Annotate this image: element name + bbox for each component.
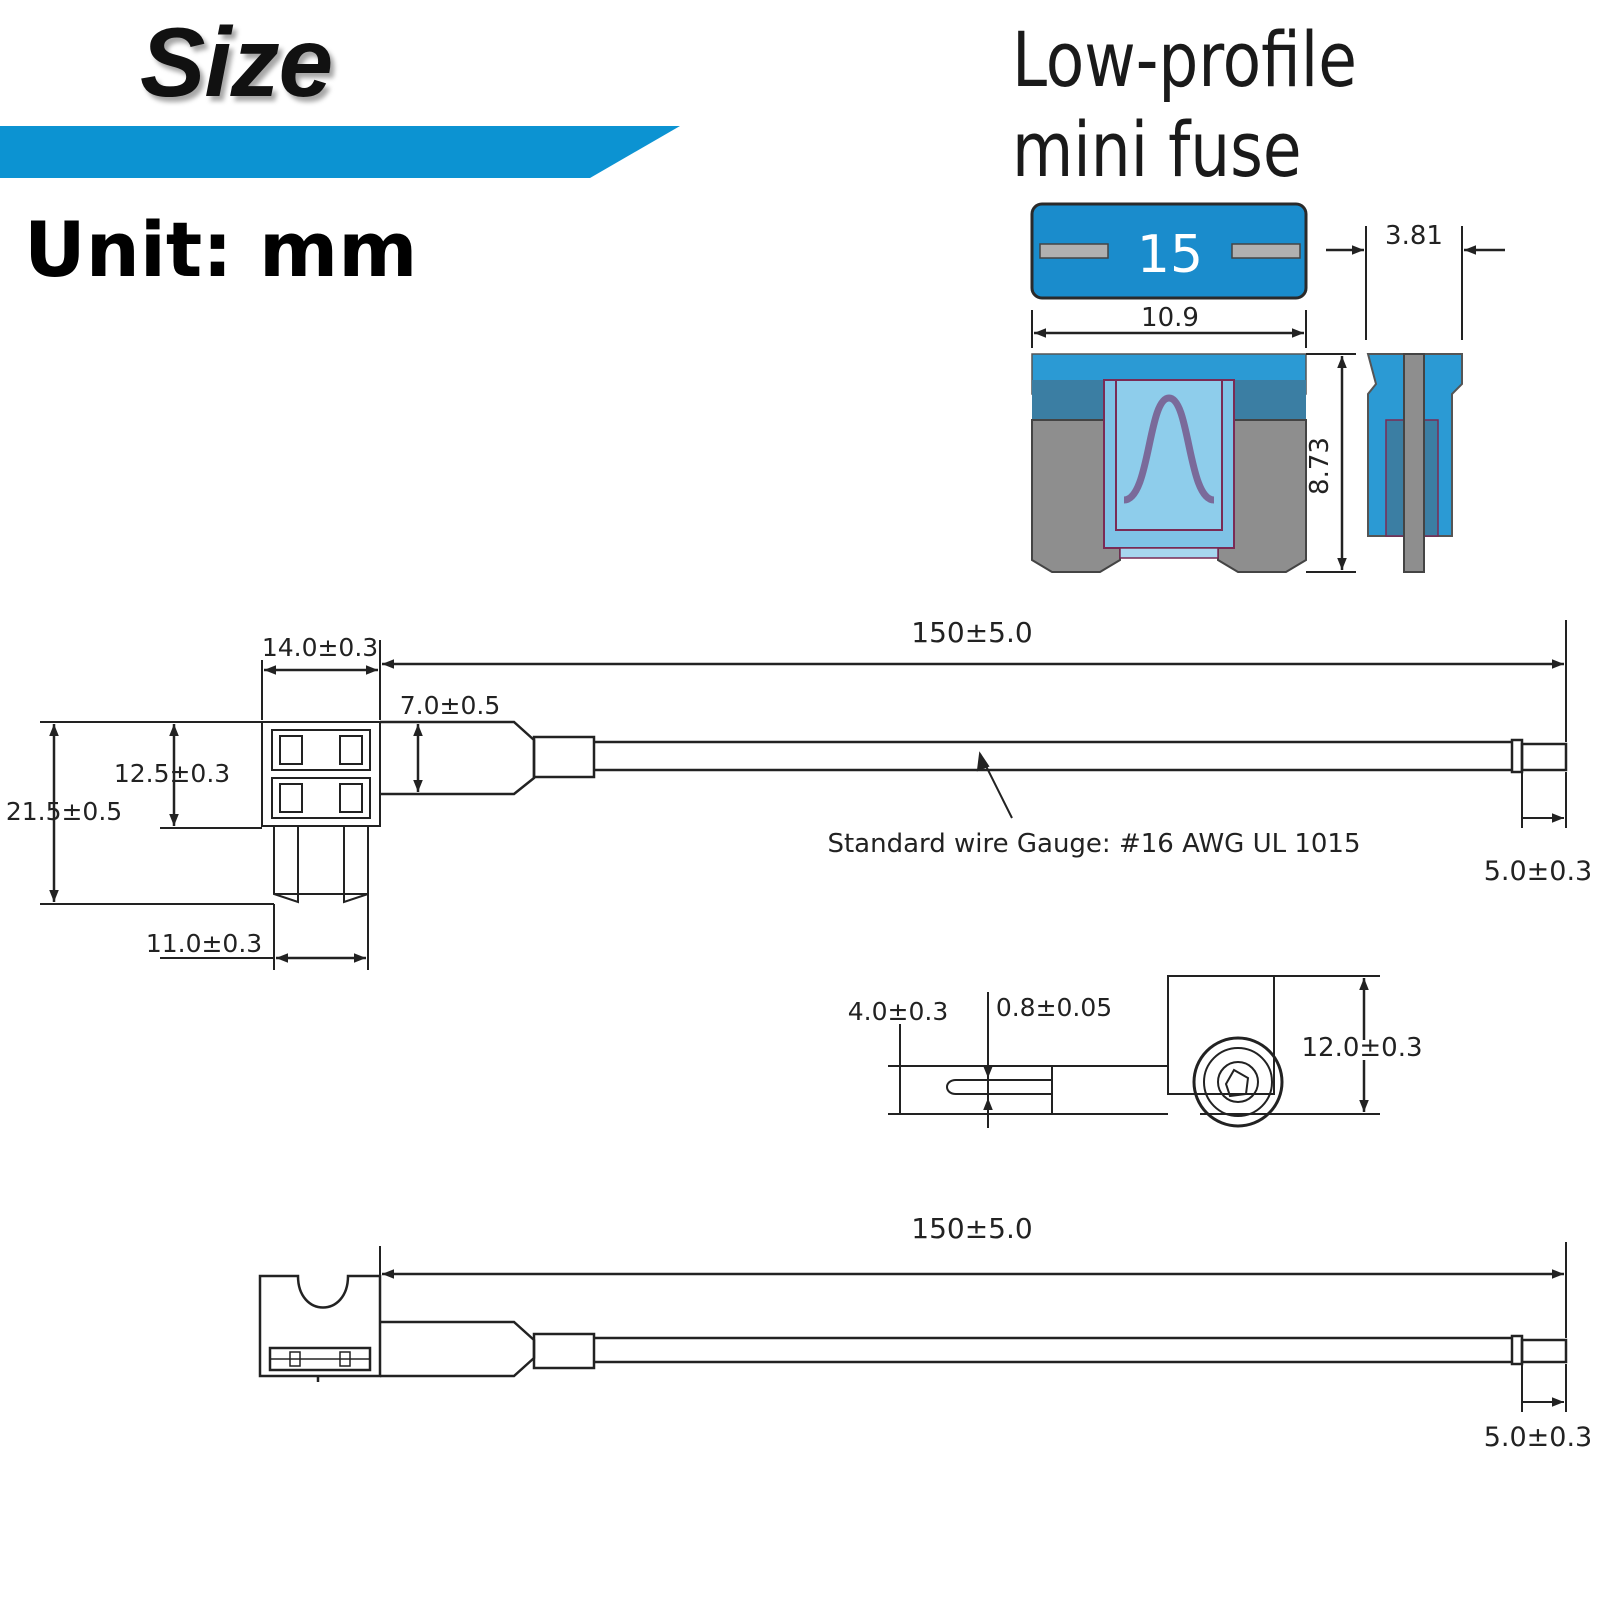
socket-height-label: 12.5±0.3 xyxy=(114,759,230,788)
fuse-rating-label: 15 xyxy=(1137,225,1203,285)
tap-side-view xyxy=(258,1274,1568,1382)
fuse-thickness-label: 3.81 xyxy=(1385,221,1443,251)
length-label-1: 150±5.0 xyxy=(911,616,1032,649)
tap-dimensions xyxy=(40,620,1567,970)
holder-width-label: 14.0±0.3 xyxy=(262,633,378,662)
fuse-width-dimension: 10.9 xyxy=(1031,303,1307,348)
fuse-height-dimension: 8.73 xyxy=(1305,353,1356,573)
pin-thickness-label: 0.8±0.05 xyxy=(996,993,1112,1022)
sleeve-label: 7.0±0.5 xyxy=(400,691,500,720)
wire-gauge-note: Standard wire Gauge: #16 AWG UL 1015 xyxy=(827,829,1360,859)
side-view-dimensions xyxy=(379,1242,1567,1412)
fuse-top-view: 15 xyxy=(1030,202,1308,300)
tap-holder-top-view xyxy=(261,721,381,904)
fuse-front-view xyxy=(1031,353,1307,573)
pin-diameter-label: 4.0±0.3 xyxy=(848,997,948,1026)
fuse-height-label: 8.73 xyxy=(1305,437,1335,495)
tap-wire-top-view xyxy=(380,720,1568,796)
end-label-1: 5.0±0.3 xyxy=(1484,856,1593,887)
fuse-thickness-dimension: 3.81 xyxy=(1326,221,1505,340)
ring-size-label: 12.0±0.3 xyxy=(1301,1033,1422,1063)
fuse-side-view xyxy=(1366,353,1463,573)
end-label-2: 5.0±0.3 xyxy=(1484,1422,1593,1453)
accent-bar xyxy=(0,126,680,178)
length-label-2: 150±5.0 xyxy=(911,1212,1032,1245)
fuse-title-line2: mini fuse xyxy=(1012,105,1302,194)
terminal-dimensions xyxy=(888,975,1380,1128)
fuse-width-label: 10.9 xyxy=(1141,303,1199,333)
size-title: Size xyxy=(140,7,333,117)
total-height-label: 21.5±0.5 xyxy=(6,797,122,826)
blade-width-label: 11.0±0.3 xyxy=(146,929,262,958)
fuse-title-line1: Low-profile xyxy=(1012,15,1357,104)
unit-label: Unit: mm xyxy=(24,205,418,294)
ring-terminal xyxy=(946,975,1284,1128)
